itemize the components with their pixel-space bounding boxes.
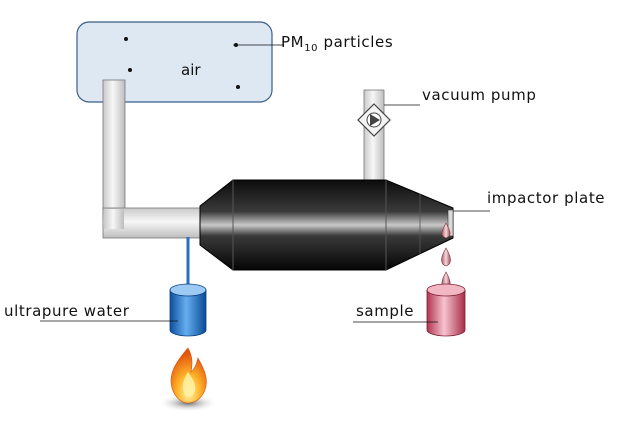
air-chamber bbox=[76, 21, 273, 103]
air-label: air bbox=[181, 61, 201, 79]
flame-icon bbox=[158, 347, 218, 412]
vacuum-pump-label: vacuum pump bbox=[422, 86, 536, 104]
pump-symbol-icon bbox=[357, 103, 391, 137]
impactor-plate-label: impactor plate bbox=[487, 189, 605, 207]
pm-particles-label: PM10 particles bbox=[281, 33, 393, 54]
sample-label: sample bbox=[356, 302, 414, 320]
inlet-duct-vertical bbox=[102, 79, 126, 229]
ultrapure-water-label: ultrapure water bbox=[4, 302, 130, 320]
impactor-body bbox=[199, 179, 454, 271]
droplets bbox=[441, 222, 451, 289]
impactor-plate bbox=[447, 209, 454, 237]
water-beaker bbox=[169, 283, 207, 337]
particles bbox=[124, 37, 240, 89]
sample-beaker bbox=[426, 283, 466, 337]
